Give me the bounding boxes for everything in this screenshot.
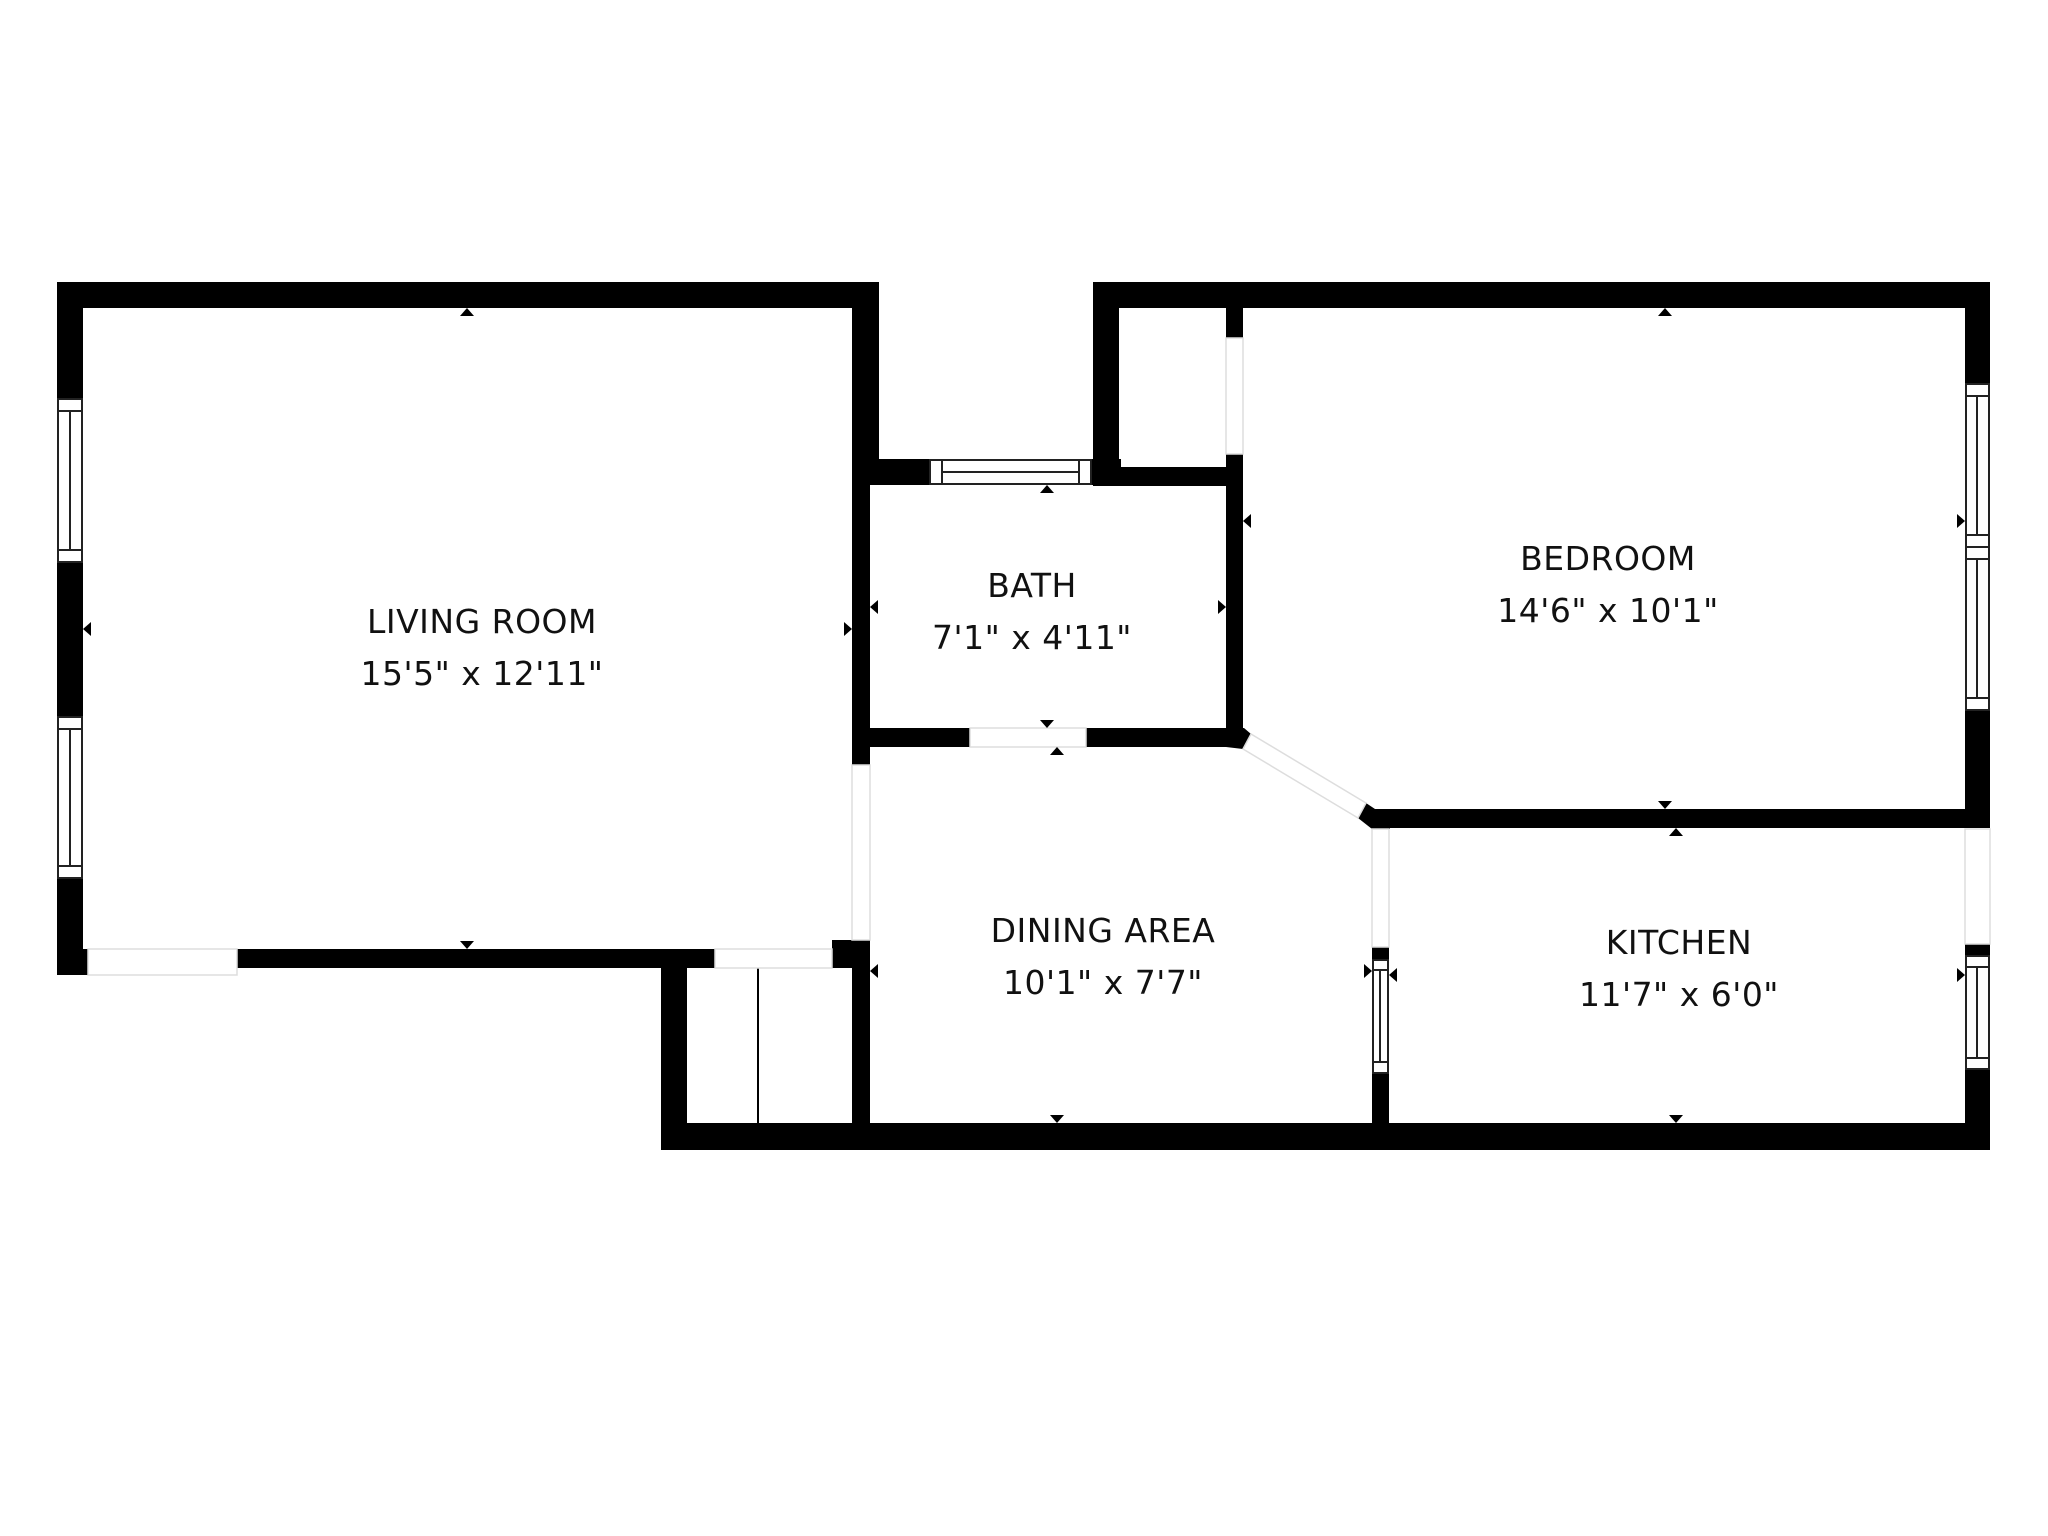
room-dimensions: 15'5" x 12'11" [360, 654, 604, 693]
room-label-dining-area: DINING AREA 10'1" x 7'7" [991, 905, 1216, 1009]
marker-arrow-icon [1957, 514, 1965, 528]
room-label-kitchen: KITCHEN 11'7" x 6'0" [1579, 917, 1779, 1021]
bath-bottom-wall-right [1086, 728, 1244, 747]
room-label-bath: BATH 7'1" x 4'11" [932, 560, 1132, 664]
marker-arrow-icon [1218, 600, 1226, 614]
marker-arrow-icon [1669, 828, 1683, 836]
diagonal-wall-bottom [1358, 803, 1390, 829]
bedroom-right-wall-bottom [1965, 710, 1990, 828]
window-bedroom-2 [1965, 546, 1990, 711]
closet-divider-line [757, 968, 759, 1123]
dimension-markers [83, 308, 1965, 1123]
bedroom-left-wall-top [1226, 282, 1243, 338]
marker-arrow-icon [1957, 968, 1965, 982]
closet-bottom-wall [1093, 467, 1243, 486]
marker-arrow-icon [1669, 1115, 1683, 1123]
room-dimensions: 10'1" x 7'7" [1003, 963, 1203, 1002]
bath-top-wall-left [852, 459, 930, 485]
closet-door-opening[interactable] [714, 948, 833, 969]
dining-kitchen-opening[interactable] [1371, 828, 1390, 948]
room-name: LIVING ROOM [366, 602, 598, 641]
marker-arrow-icon [1658, 308, 1672, 316]
kitchen-right-wall-mid [1965, 944, 1990, 956]
room-dimensions: 14'6" x 10'1" [1497, 591, 1719, 630]
kitchen-right-opening[interactable] [1964, 828, 1991, 945]
living-room-top-wall [57, 282, 879, 308]
marker-arrow-icon [1050, 747, 1064, 755]
room-name: KITCHEN [1605, 923, 1753, 962]
window-living-1 [57, 398, 83, 563]
room-name: BATH [987, 566, 1077, 605]
window-bedroom-1 [1965, 383, 1990, 548]
marker-arrow-icon [1389, 968, 1397, 982]
walls [57, 282, 1990, 1150]
marker-arrow-icon [83, 622, 91, 636]
marker-arrow-icon [1658, 801, 1672, 809]
window-living-2 [57, 716, 83, 879]
room-label-living-room: LIVING ROOM 15'5" x 12'11" [361, 596, 604, 700]
dining-left-wall [852, 940, 870, 1150]
openings [87, 337, 1991, 976]
bedroom-bottom-wall [1372, 809, 1990, 828]
room-name: BEDROOM [1520, 539, 1696, 578]
bath-bottom-wall-left [852, 728, 970, 747]
kitchen-right-wall-low [1965, 1069, 1990, 1150]
closet-left-wall [661, 949, 687, 1150]
closet-door-bedroom[interactable] [1225, 337, 1244, 455]
living-room-right-wall-upper [852, 282, 879, 485]
bath-door-opening[interactable] [969, 727, 1087, 748]
bath-right-wall [1226, 454, 1243, 747]
kitchen-left-wall-low [1372, 1073, 1389, 1150]
living-room-right-wall-mid [852, 459, 870, 765]
marker-arrow-icon [1243, 514, 1251, 528]
diagonal-wall-top [1226, 728, 1251, 749]
window-kitchen [1965, 955, 1990, 1070]
marker-arrow-icon [1040, 485, 1054, 493]
entry-door-opening[interactable] [87, 948, 238, 976]
window-dining-kitchen [1372, 959, 1389, 1074]
room-name: DINING AREA [990, 911, 1216, 950]
bedroom-right-wall-top [1965, 282, 1990, 384]
marker-arrow-icon [460, 941, 474, 949]
living-room-bottom-wall-right [237, 949, 715, 968]
marker-arrow-icon [870, 600, 878, 614]
closet-left-wall-upper [1093, 282, 1119, 485]
marker-arrow-icon [1050, 1115, 1064, 1123]
diagonal-opening[interactable] [1242, 732, 1367, 820]
living-room-bottom-wall-left [57, 949, 88, 975]
marker-arrow-icon [1364, 964, 1372, 978]
window-bath [929, 459, 1092, 485]
kitchen-left-wall-mid [1372, 947, 1389, 960]
room-dimensions: 11'7" x 6'0" [1579, 975, 1779, 1014]
bottom-wall [661, 1123, 1990, 1150]
room-dimensions: 7'1" x 4'11" [932, 618, 1132, 657]
marker-arrow-icon [844, 622, 852, 636]
living-dining-opening[interactable] [851, 764, 871, 941]
marker-arrow-icon [1040, 720, 1054, 728]
windows [57, 383, 1990, 1074]
marker-arrow-icon [870, 964, 878, 978]
marker-arrow-icon [460, 308, 474, 316]
room-label-bedroom: BEDROOM 14'6" x 10'1" [1497, 533, 1718, 637]
